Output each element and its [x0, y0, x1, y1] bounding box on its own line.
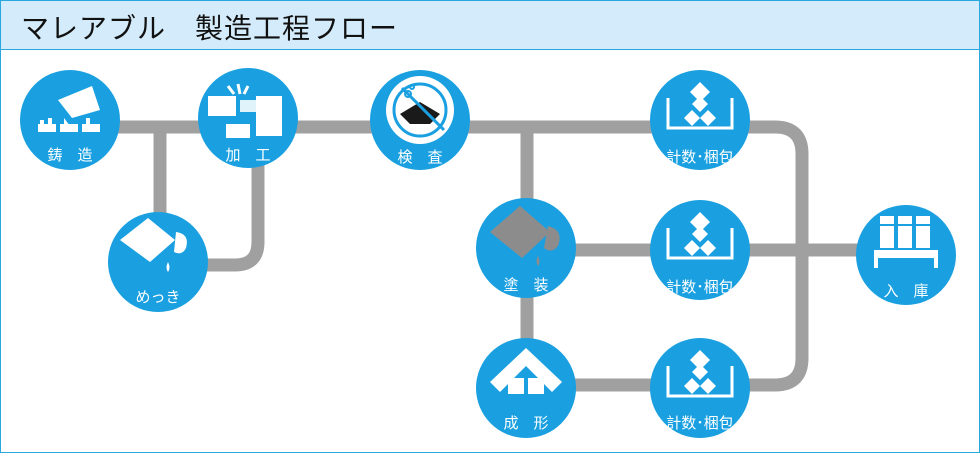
bent-pipe-icon [490, 348, 562, 394]
storage-label: 入 庫 [883, 282, 928, 300]
magnifier-inspection-icon [386, 76, 454, 144]
plating-label: めっき [135, 288, 180, 306]
node-painting[interactable]: 塗 装 [476, 198, 576, 298]
node-pack-2[interactable]: 計数･梱包 [650, 200, 750, 300]
machining-label: 加 工 [225, 146, 270, 164]
node-pack-3[interactable]: 計数･梱包 [650, 338, 750, 438]
machining-tool-icon [208, 83, 282, 138]
box-packing-icon [666, 350, 734, 398]
paint-bucket-icon [490, 206, 560, 266]
node-machining[interactable]: 加 工 [198, 68, 298, 168]
box-packing-icon [666, 82, 734, 130]
inspection-label: 検 査 [397, 148, 442, 166]
forming-label: 成 形 [503, 414, 548, 432]
pouring-ladle-icon [38, 86, 100, 132]
page-title: マレアブル 製造工程フロー [21, 12, 399, 45]
node-inspection[interactable]: 検 査 [370, 70, 470, 170]
node-forming[interactable]: 成 形 [476, 338, 576, 438]
painting-label: 塗 装 [503, 276, 548, 294]
pack-3-label: 計数･梱包 [666, 414, 734, 432]
warehouse-shelf-icon [874, 216, 938, 268]
node-pack-1[interactable]: 計数･梱包 [650, 70, 750, 170]
connector-plating-machining [200, 127, 265, 272]
node-storage[interactable]: 入 庫 [856, 205, 956, 305]
box-packing-icon [666, 212, 734, 260]
plating-dip-icon [120, 218, 187, 272]
node-plating[interactable]: めっき [108, 212, 208, 312]
casting-label: 鋳 造 [47, 146, 92, 164]
pack-1-label: 計数･梱包 [666, 148, 734, 166]
pack-2-label: 計数･梱包 [666, 278, 734, 296]
node-casting[interactable]: 鋳 造 [20, 70, 120, 170]
header-bar: マレアブル 製造工程フロー [1, 1, 979, 50]
